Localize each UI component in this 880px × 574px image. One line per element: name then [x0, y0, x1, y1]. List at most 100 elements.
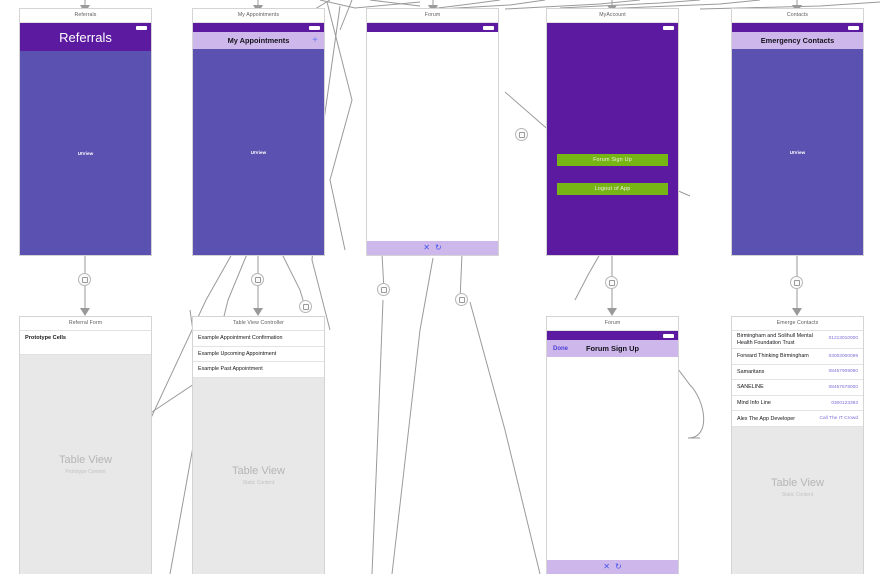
table-row[interactable]: Forward Thinking Birmingham 03003000099	[732, 349, 863, 365]
tableview-placeholder-subtitle: Static Content	[242, 480, 275, 487]
contact-name: Samaritans	[737, 368, 765, 375]
contact-name: Mind Info Line	[737, 400, 771, 407]
segue-badge[interactable]	[455, 293, 468, 306]
tableview-placeholder: Table View Static Content	[732, 426, 863, 574]
segue-badge[interactable]	[299, 300, 312, 313]
done-button[interactable]: Done	[553, 345, 568, 352]
webview-forum-signup	[547, 357, 678, 560]
device-referrals[interactable]: Referrals UIView	[19, 22, 152, 256]
table-row[interactable]: SANELINE 08457678000	[732, 380, 863, 396]
navbar-referrals: Referrals	[20, 23, 151, 51]
scene-my-account[interactable]: MyAccount Forum Sign Up Logout of App	[546, 8, 679, 256]
tableview-placeholder-subtitle: Prototype Content	[65, 469, 106, 475]
battery-icon	[136, 26, 147, 30]
contact-phone[interactable]: Call The IT Crowd	[819, 416, 858, 422]
segue-badge[interactable]	[251, 273, 264, 286]
battery-icon	[848, 26, 859, 30]
row-label: Example Past Appointment	[198, 366, 263, 373]
contact-phone[interactable]: 08457678000	[828, 384, 858, 390]
segue-icon	[254, 276, 261, 283]
refresh-icon[interactable]: ↻	[435, 243, 442, 252]
navbar-title-my-appointments: My Appointments	[227, 36, 290, 45]
device-table-view-controller[interactable]: Example Appointment Confirmation Example…	[192, 330, 325, 574]
segue-icon	[458, 296, 465, 303]
scene-title-my-account: MyAccount	[546, 8, 679, 22]
row-label: Example Appointment Confirmation	[198, 335, 283, 342]
scene-title-forum-signup: Forum	[546, 316, 679, 330]
scene-forum[interactable]: Forum ✕ ↻	[366, 8, 499, 256]
contact-phone[interactable]: 01213010000	[828, 336, 858, 342]
table-row[interactable]: Mind Info Line 0300123393	[732, 396, 863, 412]
device-emerge-contacts[interactable]: Birmingham and Solihull Mental Health Fo…	[731, 330, 864, 574]
tableview-placeholder: Table View Prototype Content	[20, 355, 151, 574]
appointment-rows: Example Appointment Confirmation Example…	[193, 331, 324, 378]
add-appointment-button[interactable]: +	[312, 34, 318, 46]
table-row[interactable]: Example Past Appointment	[193, 362, 324, 378]
contact-name: Birmingham and Solihull Mental Health Fo…	[737, 333, 813, 346]
scene-title-contacts: Contacts	[731, 8, 864, 22]
uiview-referrals: UIView	[20, 51, 151, 255]
logout-button[interactable]: Logout of App	[557, 183, 668, 195]
segue-icon	[793, 279, 800, 286]
scene-contacts[interactable]: Contacts Emergency Contacts UIView	[731, 8, 864, 256]
forum-signup-button[interactable]: Forum Sign Up	[557, 154, 668, 166]
segue-badge[interactable]	[515, 128, 528, 141]
battery-icon	[309, 26, 320, 30]
navbar-my-appointments: My Appointments +	[193, 32, 324, 49]
contact-name: Forward Thinking Birmingham	[737, 353, 809, 360]
toolbar-forum-signup[interactable]: ✕ ↻	[547, 560, 678, 574]
webview-forum	[367, 32, 498, 241]
navbar-forum-signup: Done Forum Sign Up	[547, 340, 678, 357]
account-view: Forum Sign Up Logout of App	[547, 32, 678, 255]
uiview-contacts: UIView	[732, 49, 863, 255]
statusbar	[547, 23, 678, 32]
contact-phone[interactable]: 03003000099	[828, 353, 858, 359]
scene-referrals[interactable]: Referrals Referrals UIView	[19, 8, 152, 256]
tableview-placeholder-title: Table View	[232, 465, 285, 478]
segue-icon	[518, 131, 525, 138]
stop-icon[interactable]: ✕	[423, 243, 430, 252]
table-row[interactable]: Birmingham and Solihull Mental Health Fo…	[732, 331, 863, 349]
toolbar-forum[interactable]: ✕ ↻	[367, 241, 498, 255]
refresh-icon[interactable]: ↻	[615, 562, 622, 571]
scene-table-view-controller[interactable]: Table View Controller Example Appointmen…	[192, 316, 325, 574]
device-referral-form[interactable]: Prototype Cells Table View Prototype Con…	[19, 330, 152, 574]
device-contacts[interactable]: Emergency Contacts UIView	[731, 22, 864, 256]
scene-my-appointments[interactable]: My Appointments My Appointments + UIView	[192, 8, 325, 256]
device-my-appointments[interactable]: My Appointments + UIView	[192, 22, 325, 256]
contact-phone[interactable]: 0300123393	[831, 400, 858, 406]
scene-forum-signup[interactable]: Forum Done Forum Sign Up ✕ ↻	[546, 316, 679, 574]
segue-icon	[81, 276, 88, 283]
navbar-title-contacts: Emergency Contacts	[760, 36, 835, 45]
battery-icon	[663, 26, 674, 30]
navbar-title-forum-signup: Forum Sign Up	[586, 344, 639, 353]
table-row[interactable]: Samaritans 08457909090	[732, 365, 863, 381]
segue-badge[interactable]	[790, 276, 803, 289]
uiview-my-appointments: UIView	[193, 49, 324, 255]
statusbar	[547, 331, 678, 340]
tableview-placeholder-title: Table View	[771, 476, 824, 489]
emergency-contact-rows: Birmingham and Solihull Mental Health Fo…	[732, 331, 863, 427]
tableview-placeholder-subtitle: Static Content	[781, 491, 814, 498]
scene-referral-form[interactable]: Referral Form Prototype Cells Table View…	[19, 316, 152, 574]
segue-badge[interactable]	[377, 283, 390, 296]
table-row[interactable]: Example Upcoming Appointment	[193, 347, 324, 363]
device-forum-signup[interactable]: Done Forum Sign Up ✕ ↻	[546, 330, 679, 574]
segue-badge[interactable]	[78, 273, 91, 286]
device-forum[interactable]: ✕ ↻	[366, 22, 499, 256]
tableview-placeholder-title: Table View	[59, 454, 112, 466]
scene-title-forum: Forum	[366, 8, 499, 22]
statusbar	[367, 23, 498, 32]
navbar-title-referrals: Referrals	[59, 29, 112, 45]
table-row[interactable]: Alex The App Developer Call The IT Crowd	[732, 411, 863, 427]
stop-icon[interactable]: ✕	[603, 562, 610, 571]
contact-name: SANELINE	[737, 384, 764, 391]
scene-emerge-contacts[interactable]: Emerge Contacts Birmingham and Solihull …	[731, 316, 864, 574]
navbar-contacts: Emergency Contacts	[732, 32, 863, 49]
table-row[interactable]: Example Appointment Confirmation	[193, 331, 324, 347]
segue-badge[interactable]	[605, 276, 618, 289]
device-my-account[interactable]: Forum Sign Up Logout of App	[546, 22, 679, 256]
prototype-cells-header: Prototype Cells	[20, 331, 151, 355]
contact-phone[interactable]: 08457909090	[828, 369, 858, 375]
